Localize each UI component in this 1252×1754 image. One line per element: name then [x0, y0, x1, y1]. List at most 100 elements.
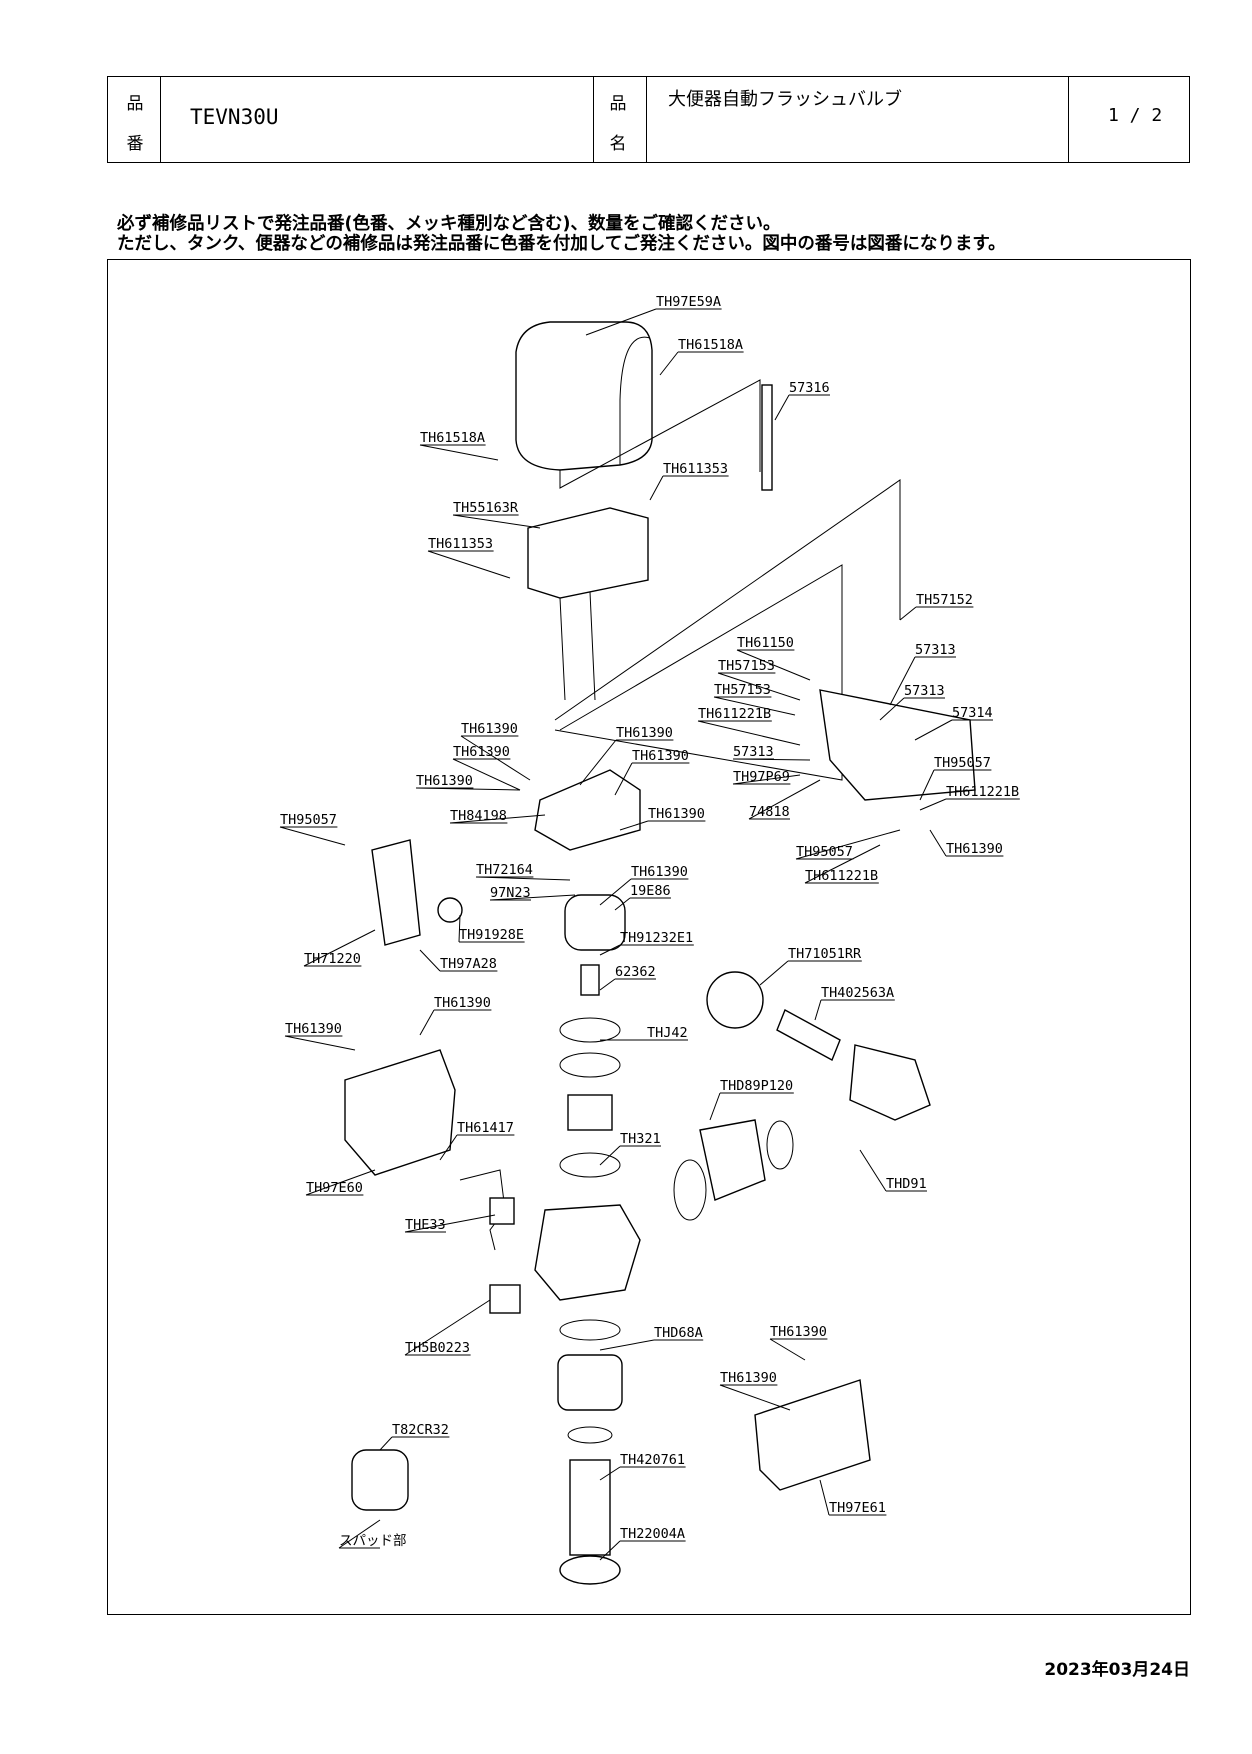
leader-line: [404, 1299, 491, 1356]
leader-line: [804, 844, 881, 884]
leader-line: [619, 820, 649, 831]
part-label: TH95057: [796, 844, 853, 860]
leader-line: [579, 739, 617, 786]
leader-line: [585, 308, 657, 336]
pipe-th402563a: [776, 1009, 841, 1061]
title-block: 品 番 TEVN30U 品 名 大便器自動フラッシュバルブ 1 / 2: [107, 76, 1190, 163]
part-label: TH5B0223: [405, 1340, 470, 1356]
leader-line: [415, 787, 521, 791]
part-label: THJ42: [647, 1025, 688, 1041]
oring-thd68a: [559, 1319, 621, 1341]
leader-line: [899, 606, 917, 621]
part-label: TH611221B: [698, 706, 771, 722]
part-label: 57313: [915, 642, 956, 658]
leader-line: [889, 656, 916, 706]
bracket-74818: [819, 689, 976, 801]
part-label: 57313: [904, 683, 945, 699]
leader-line: [919, 769, 935, 801]
part-label: 57314: [952, 705, 993, 721]
elbow-thd91: [849, 1044, 931, 1121]
leader-line: [736, 649, 811, 681]
leader-line: [599, 978, 616, 991]
rod-part: [761, 384, 773, 491]
part-label: TH71051RR: [788, 946, 862, 962]
part-label: TH97E60: [306, 1180, 363, 1196]
part-label: TH61390: [461, 721, 518, 737]
note-line-1: 必ず補修品リストで発注品番(色番、メッキ種別など含む)、数量をご確認ください。: [117, 214, 781, 234]
plate-th71220: [371, 839, 421, 946]
diagram-frame: [107, 259, 1191, 1615]
hinban-label-1: 品: [126, 94, 144, 114]
plate-th84198: [534, 769, 641, 851]
sensor-module: [527, 507, 649, 599]
nut-th22004a: [559, 1555, 621, 1585]
leader-line: [599, 1540, 621, 1561]
leader-line: [774, 394, 790, 421]
part-th5b0223: [489, 1284, 521, 1314]
oring-thj42-1: [559, 1017, 621, 1043]
part-label: T82CR32: [392, 1422, 449, 1438]
leader-line: [929, 829, 947, 857]
part-label: TH97A28: [440, 956, 497, 972]
part-label: TH97P69: [733, 769, 790, 785]
leader-line: [819, 1479, 830, 1516]
part-label: TH57152: [916, 592, 973, 608]
part-label: 74818: [749, 804, 790, 820]
part-label: TH61390: [770, 1324, 827, 1340]
part-label: TH611221B: [946, 784, 1019, 800]
note-line-2: ただし、タンク、便器などの補修品は発注品番に色番を付加してご発注ください。図中の…: [117, 234, 1006, 254]
part-label: TH61518A: [420, 430, 485, 446]
part-label: 57316: [789, 380, 830, 396]
leader-line: [732, 758, 811, 761]
solenoid-the33: [489, 1197, 515, 1225]
part-label: 62362: [615, 964, 656, 980]
leader-line: [427, 550, 511, 579]
leader-line: [599, 878, 632, 906]
leader-line: [599, 1145, 621, 1166]
part-label: TH97E61: [829, 1500, 886, 1516]
part-label: 57313: [733, 744, 774, 760]
part-label: TH22004A: [620, 1526, 685, 1542]
ring-th321: [559, 1152, 621, 1178]
leader-line: [379, 1436, 393, 1451]
leader-line: [713, 696, 796, 716]
hinmei-label-1: 品: [609, 94, 627, 114]
outlet-coupling: [699, 1119, 766, 1201]
part-label: TH95057: [280, 812, 337, 828]
part-label: TH61390: [434, 995, 491, 1011]
leader-line: [419, 444, 499, 461]
leader-line: [475, 876, 571, 881]
leader-line: [284, 1035, 356, 1051]
leader-line: [404, 1214, 496, 1233]
part-label: TH97E59A: [656, 294, 721, 310]
part-label: TH61518A: [678, 337, 743, 353]
part-label: 19E86: [630, 883, 671, 899]
part-19e86: [564, 894, 626, 951]
leader-line: [449, 814, 546, 824]
leader-line: [452, 758, 521, 791]
part-label: TH321: [620, 1131, 661, 1147]
part-label: 97N23: [490, 885, 531, 901]
leader-line: [599, 1339, 655, 1351]
part-label: TH61390: [416, 773, 473, 789]
part-62362: [580, 964, 600, 996]
product-number: TEVN30U: [190, 105, 279, 129]
part-label: TH611353: [428, 536, 493, 552]
washer-th91928e: [437, 897, 463, 923]
oring-thd89p120: [673, 1159, 707, 1221]
part-label: TH420761: [620, 1452, 685, 1468]
part-label: TH61417: [457, 1120, 514, 1136]
part-label: TH91928E: [459, 927, 524, 943]
part-label: THD91: [886, 1176, 927, 1192]
part-label: TH61390: [616, 725, 673, 741]
tube-th420761: [569, 1459, 611, 1556]
valve-body: [534, 1204, 641, 1301]
leader-line: [419, 1009, 435, 1036]
part-thj42: [567, 1094, 613, 1131]
part-label: TH61150: [737, 635, 794, 651]
leader-line: [489, 894, 576, 901]
leader-line: [458, 914, 461, 943]
part-label: TH61390: [632, 748, 689, 764]
leader-line: [914, 719, 953, 741]
